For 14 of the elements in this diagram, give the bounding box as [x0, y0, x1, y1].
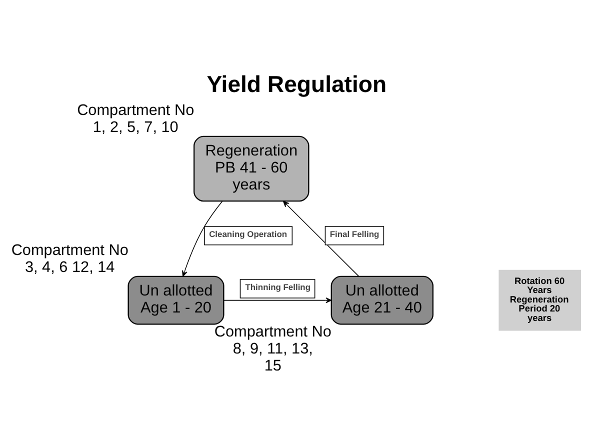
- node-box: Un allotted Age 1 - 20: [128, 275, 224, 324]
- diagram-title: Yield Regulation: [206, 70, 387, 96]
- arrow: [182, 200, 223, 276]
- node-label: Compartment No 1, 2, 5, 7, 10: [77, 101, 194, 136]
- edge-label: Final Felling: [330, 228, 380, 239]
- arrow: [283, 200, 360, 276]
- node-label: Compartment No 3, 4, 6 12, 14: [11, 241, 128, 276]
- node-box: Regeneration PB 41 - 60 years: [194, 135, 310, 202]
- node-label: Compartment No 8, 9, 11, 13, 15: [214, 322, 332, 374]
- node-box: Rotation 60 Years Regeneration Period 20 years: [498, 269, 581, 330]
- arrow: [223, 297, 332, 303]
- edge-label: Thinning Felling: [245, 282, 310, 292]
- edge-label: Cleaning Operation: [209, 228, 288, 239]
- node-box: Un allotted Age 21 - 40: [330, 275, 434, 324]
